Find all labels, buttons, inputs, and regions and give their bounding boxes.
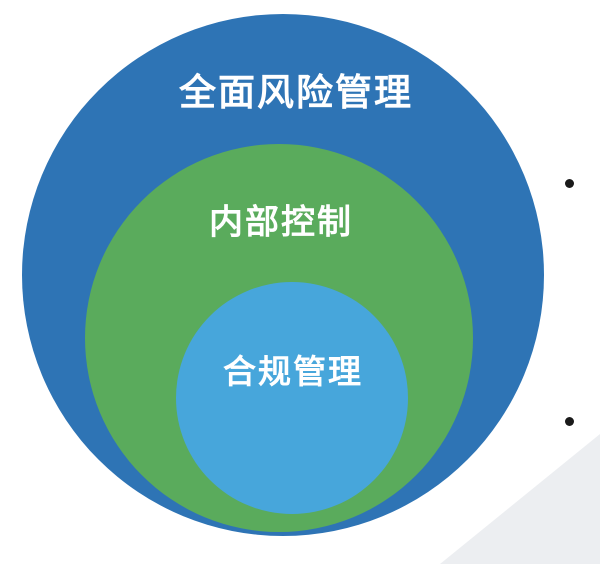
bullet-dot-bottom (565, 417, 574, 426)
ring-label-internal-control: 内部控制 (209, 203, 353, 242)
ring-compliance-management (176, 282, 408, 514)
bullet-dot-top (565, 179, 574, 188)
ring-label-compliance-management: 合规管理 (223, 353, 363, 390)
ring-label-comprehensive-risk-management: 全面风险管理 (179, 72, 413, 113)
